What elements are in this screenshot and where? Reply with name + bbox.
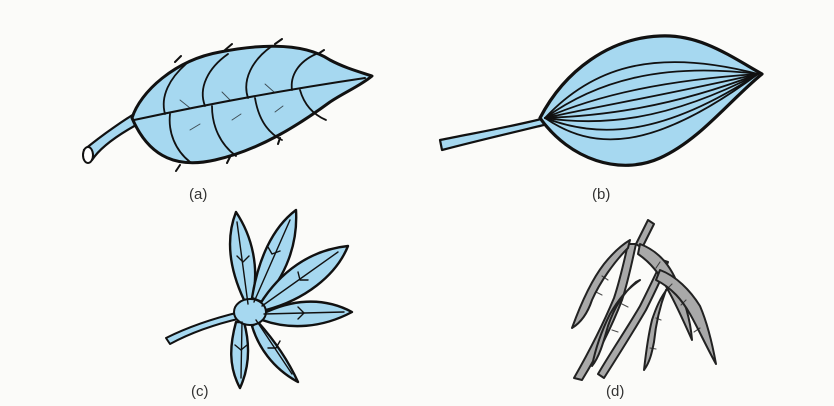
label-b: (b) <box>592 186 610 203</box>
label-c: (c) <box>191 383 209 400</box>
leaf-d <box>572 220 716 380</box>
leaf-c <box>166 210 352 388</box>
leaf-b <box>440 36 762 165</box>
label-d: (d) <box>606 383 624 400</box>
leaf-a <box>83 39 372 171</box>
label-a: (a) <box>189 186 207 203</box>
